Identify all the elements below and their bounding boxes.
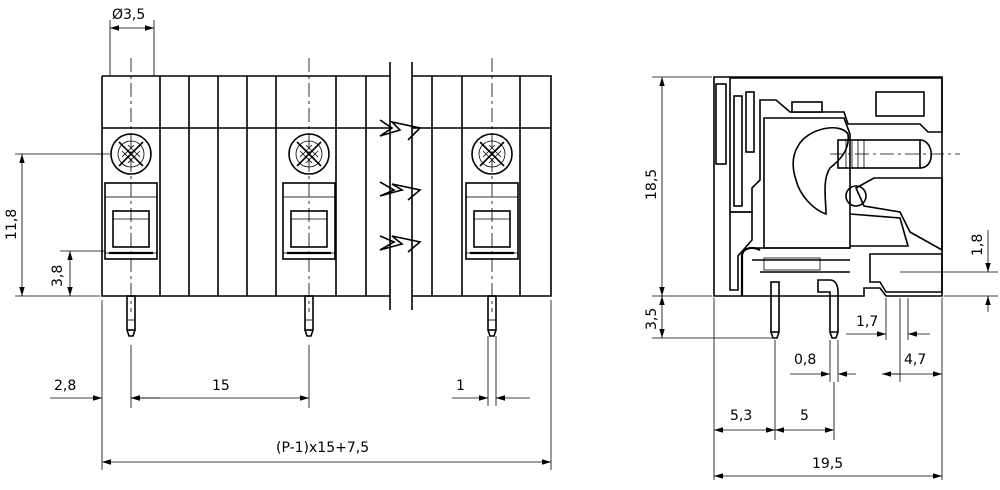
- front-view: Ø3,5 11,8 3,8 2,8 15: [4, 7, 552, 470]
- dim-step-width: 1,7: [846, 298, 930, 340]
- dim-pin-spacing: 5: [775, 382, 835, 440]
- dim-hole-diameter: Ø3,5: [109, 7, 155, 76]
- pin-spacing-label: 5: [800, 408, 809, 424]
- dim-front-offset: 5,3: [713, 298, 776, 480]
- hole-diameter-label: Ø3,5: [112, 7, 145, 23]
- terminal-2: [281, 58, 337, 337]
- dim-pin-thickness: 0,8: [790, 340, 856, 382]
- hatched-sections: [729, 77, 943, 293]
- right-offset-label: 4,7: [904, 352, 926, 368]
- front-housing-left: [101, 75, 390, 297]
- total-width-label: (P-1)x15+7,5: [276, 440, 369, 456]
- break-lines: [379, 62, 422, 310]
- terminal-3: [464, 58, 520, 337]
- step-width-label: 1,7: [856, 314, 878, 330]
- dim-total-width: (P-1)x15+7,5: [102, 300, 552, 470]
- pin-thickness-label: 0,8: [794, 352, 816, 368]
- clamp-body: [740, 117, 960, 296]
- step-height-label: 1,8: [970, 234, 986, 256]
- front-housing-right: [412, 75, 552, 297]
- screw-side-icon: [830, 139, 960, 169]
- dim-step-height: 1,8: [900, 230, 998, 312]
- pin-width-label: 1: [456, 378, 465, 394]
- side-pins: [770, 279, 839, 339]
- dim-depth: 19,5: [714, 456, 942, 479]
- dim-side-height: 18,5: [644, 76, 712, 297]
- edge-offset-label: 2,8: [54, 378, 76, 394]
- terminal-1: [103, 58, 159, 337]
- dim-pin-length: 3,5: [644, 296, 772, 339]
- side-slots: [715, 83, 925, 207]
- height-label: 11,8: [4, 209, 20, 240]
- side-housing-outline: [713, 76, 943, 297]
- side-height-label: 18,5: [644, 169, 660, 200]
- opening-height-label: 3,8: [50, 265, 66, 287]
- dim-pitch: 15: [131, 345, 310, 408]
- front-offset-label: 5,3: [730, 408, 752, 424]
- pitch-label: 15: [212, 378, 230, 394]
- depth-label: 19,5: [812, 456, 843, 472]
- housing-ribs: [159, 76, 521, 296]
- dim-opening-height: 3,8: [50, 250, 105, 296]
- dim-pin-width: 1: [452, 336, 530, 406]
- clamp-cam: [792, 126, 850, 216]
- pin-length-label: 3,5: [644, 308, 660, 330]
- dim-height: 11,8: [4, 153, 110, 297]
- dim-edge-offset: 2,8: [50, 300, 160, 470]
- dim-right-offset: 4,7: [882, 298, 943, 480]
- side-view: 18,5 3,5 1,8 1,7 0,8: [644, 76, 998, 480]
